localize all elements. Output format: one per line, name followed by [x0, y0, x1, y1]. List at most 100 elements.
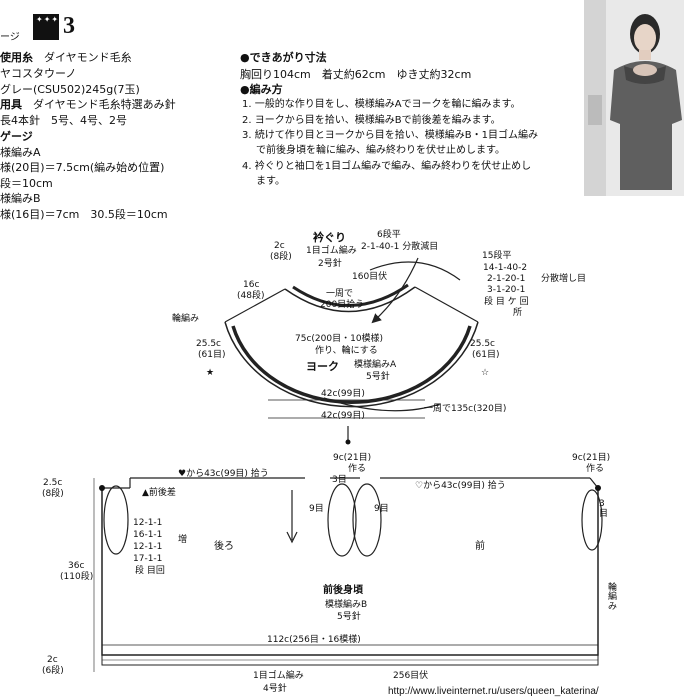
increase-legend2: 所 [513, 308, 523, 318]
hem-rows: (6段) [42, 666, 64, 676]
dimensions-title: ●できあがり寸法 [240, 51, 327, 64]
right-underarm-cm: 9c(21目) [572, 453, 611, 463]
yoke-round-label: 輪編み [172, 314, 200, 324]
decrease-rows: 6段平 [377, 230, 401, 240]
page-label: ージ [0, 32, 20, 43]
side-armhole-left [103, 485, 129, 555]
underarm-make: 作る [348, 464, 367, 474]
left-top-rows: (8段) [42, 489, 64, 499]
yoke-depth-cm: 16c [243, 280, 260, 290]
hem-rib: 1目ゴム編み [253, 671, 304, 681]
outer-width: 42c(99目) [321, 411, 365, 421]
pattern-number: 3 [63, 13, 75, 39]
yoke-needle: 5号針 [366, 372, 390, 382]
circumference-leader [323, 397, 441, 412]
front-label: 前 [475, 541, 485, 552]
yoke-depth-rows: (48段) [237, 291, 265, 301]
increase-a: 14-1-40-2 [483, 263, 528, 273]
front-back-diff: ▲前後差 [142, 488, 176, 498]
underarm-9sts-b: 9目 [374, 504, 389, 514]
color-qty: グレー(CSU502)245g(7玉) [0, 83, 140, 96]
center-armhole [352, 483, 382, 557]
tools-row: 用具 ダイヤモンド毛糸特選あみ針 [0, 99, 176, 110]
hem-needle: 4号針 [263, 684, 287, 694]
back-pickup: ♥から43c(99目) 拾う [178, 469, 269, 479]
increase-legend: 段 目 ケ 回 [484, 297, 529, 307]
source-url: http://www.liveinternet.ru/users/queen_k… [388, 686, 599, 697]
right-rows: 3目 [599, 499, 609, 519]
neck-height-rows: (8段) [270, 252, 292, 262]
model-illustration [584, 0, 684, 196]
neck-rib: 1目ゴム編み [306, 246, 357, 256]
step-2: 2. ヨークから目を拾い、模様編みBで前後差を編みます。 [242, 115, 501, 126]
hem-bind-off: 256目伏 [393, 671, 429, 681]
yoke-total: 一周で135c(320目) [424, 404, 507, 414]
side-left-star-icon: ★ [206, 368, 215, 378]
tools-value: ダイヤモンド毛糸特選あみ針 [33, 98, 176, 111]
neck-rib [292, 283, 409, 307]
side-right-star-icon: ☆ [481, 368, 490, 378]
neck-title: 衿ぐり [313, 231, 346, 244]
body-needle: 5号針 [337, 612, 361, 622]
body-outline [101, 488, 599, 656]
yarn-label: 使用糸 [0, 51, 33, 64]
side-right-sts: (61目) [472, 350, 500, 360]
underarm-3sts: 3目 [332, 475, 347, 485]
increase-2: 16-1-1 [133, 530, 163, 540]
model-photo [584, 0, 684, 196]
yoke-cast-on-edge [231, 325, 472, 404]
side-left-sts: (61目) [198, 350, 226, 360]
hem-cm: 2c [47, 655, 58, 665]
yoke-pattern: 模様編みA [354, 360, 397, 370]
right-underarm-make: 作る [586, 464, 605, 474]
yoke-right-side [414, 286, 479, 323]
increase-rows: 15段平 [482, 251, 512, 261]
cast-on: 75c(200目・10模様) [295, 334, 384, 344]
body-increase-label: 増 [178, 535, 188, 545]
needles: 長4本針 5号、4号、2号 [0, 114, 127, 127]
back-label: 後ろ [214, 541, 234, 552]
body-increase-legend: 段 目回 [135, 566, 165, 576]
yoke-label: ヨーク [306, 360, 339, 373]
increase-c: 3-1-20-1 [487, 285, 526, 295]
hem-width: 112c(256目・16模様) [267, 635, 361, 645]
step-4b: ます。 [256, 176, 285, 187]
header-pattern-icon: ✦✦✦ [36, 15, 60, 24]
gauge-a2: 段＝10cm [0, 177, 53, 190]
inner-width: 42c(99目) [321, 389, 365, 399]
gauge-b: 様(16目)＝7cm 30.5段＝10cm [0, 208, 168, 221]
body-round-label: 輪編み [608, 583, 618, 612]
step-1: 1. 一般的な作り目をし、模様編みAでヨークを輪に編みます。 [242, 99, 521, 110]
side-height-rows: (110段) [60, 572, 94, 582]
increase-3: 12-1-1 [133, 542, 163, 552]
cast-on-2: 作り、輪にする [315, 346, 378, 356]
side-left-cm: 25.5c [196, 339, 221, 349]
pattern-a: 様編みA [0, 146, 41, 159]
neck-height-cm: 2c [274, 241, 285, 251]
neck-needle: 2号針 [318, 259, 342, 269]
decrease-sequence: 2-1-40-1 分散減目 [361, 242, 439, 252]
side-right-cm: 25.5c [470, 339, 495, 349]
left-body-dot [99, 485, 105, 491]
decrease-arrow [371, 257, 419, 324]
side-height-cm: 36c [68, 561, 85, 571]
pickup-line2: 200目拾う [320, 300, 365, 310]
tools-label: 用具 [0, 98, 22, 111]
increase-b: 2-1-20-1 [487, 274, 526, 284]
left-armhole [327, 483, 357, 557]
step-3a: 3. 続けて作り目とヨークから目を拾い、模様編みB・1目ゴム編み [242, 130, 538, 141]
pickup-line1: 一周で [326, 289, 354, 299]
right-body-dot [595, 485, 601, 491]
yarn-name: ヤコスタウーノ [0, 67, 77, 80]
gauge-a1: 様(20目)＝7.5cm(編み始め位置) [0, 161, 165, 174]
yoke-left-side [224, 288, 286, 323]
side-armhole-right [581, 489, 603, 551]
underarm-cm: 9c(21目) [333, 453, 372, 463]
step-4a: 4. 衿ぐりと袖口を1目ゴム編みで編み、編み終わりを伏せ止めし [242, 161, 532, 172]
increase-leader [369, 261, 461, 281]
yarn-row: 使用糸 ダイヤモンド毛糸 [0, 52, 132, 63]
dimensions-values: 胸回り104cm 着丈約62cm ゆき丈約32cm [240, 68, 472, 81]
pattern-number-box: ✦✦✦ [33, 14, 59, 40]
neck-bind-off: 160目伏 [352, 272, 388, 282]
